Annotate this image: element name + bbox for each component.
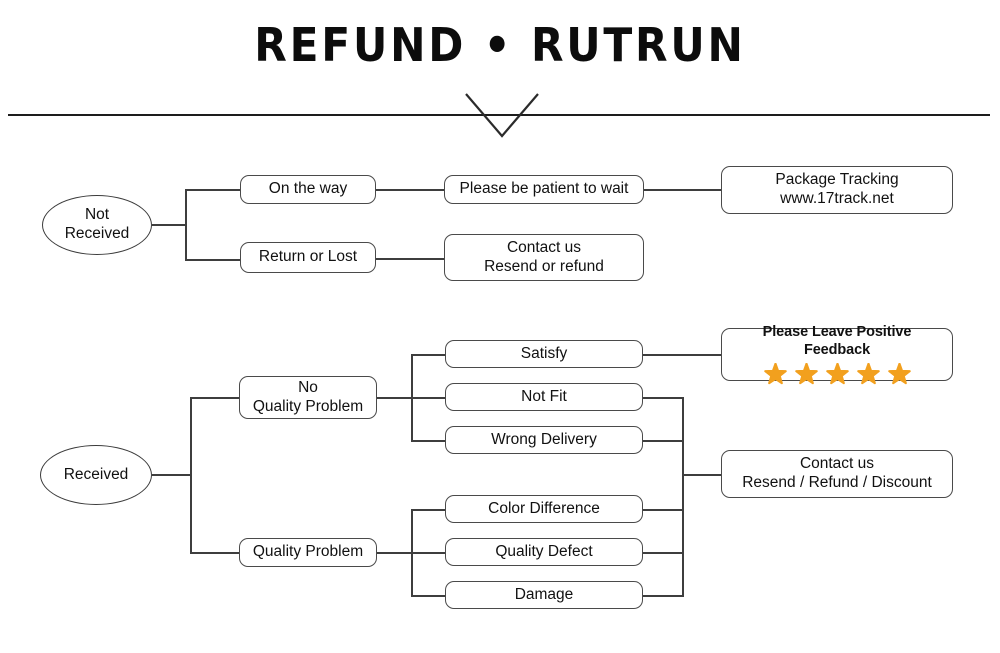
star-rating[interactable] xyxy=(763,362,911,386)
connector xyxy=(411,397,446,399)
feedback-label: Please Leave Positive Feedback xyxy=(762,324,912,358)
connector xyxy=(377,397,412,399)
star-icon[interactable] xyxy=(856,362,880,386)
connector xyxy=(376,189,444,191)
node-contact-us-resend-refund-discount[interactable]: Contact us Resend / Refund / Discount xyxy=(721,450,953,498)
node-contact-us-resend-or-refund[interactable]: Contact us Resend or refund xyxy=(444,234,644,281)
connector xyxy=(152,224,186,226)
node-quality-problem[interactable]: Quality Problem xyxy=(239,538,377,567)
node-not-received[interactable]: Not Received xyxy=(42,195,152,255)
connector xyxy=(190,397,240,399)
connector xyxy=(185,259,241,261)
connector xyxy=(682,397,684,596)
star-icon[interactable] xyxy=(794,362,818,386)
node-on-the-way[interactable]: On the way xyxy=(240,175,376,204)
star-icon[interactable] xyxy=(887,362,911,386)
star-icon[interactable] xyxy=(763,362,787,386)
connector xyxy=(643,397,684,399)
star-icon[interactable] xyxy=(825,362,849,386)
node-return-or-lost[interactable]: Return or Lost xyxy=(240,242,376,273)
connector xyxy=(643,509,684,511)
node-please-be-patient[interactable]: Please be patient to wait xyxy=(444,175,644,204)
node-satisfy[interactable]: Satisfy xyxy=(445,340,643,368)
connector xyxy=(377,552,412,554)
node-positive-feedback[interactable]: Please Leave Positive Feedback xyxy=(721,324,953,384)
connector xyxy=(643,354,721,356)
connector xyxy=(411,440,446,442)
header-divider xyxy=(8,114,990,116)
connector xyxy=(376,258,444,260)
connector xyxy=(411,552,446,554)
connector xyxy=(185,189,241,191)
node-no-quality-problem[interactable]: No Quality Problem xyxy=(239,376,377,419)
connector xyxy=(190,397,192,553)
connector xyxy=(682,474,721,476)
connector xyxy=(643,552,684,554)
node-package-tracking[interactable]: Package Tracking www.17track.net xyxy=(721,166,953,214)
connector xyxy=(185,189,187,261)
node-wrong-delivery[interactable]: Wrong Delivery xyxy=(445,426,643,454)
connector xyxy=(643,595,684,597)
connector xyxy=(411,595,446,597)
connector xyxy=(644,189,721,191)
connector xyxy=(152,474,191,476)
node-damage[interactable]: Damage xyxy=(445,581,643,609)
page-title: REFUND • RUTRUN xyxy=(254,18,746,72)
connector xyxy=(411,509,446,511)
connector xyxy=(190,552,240,554)
connector xyxy=(643,440,684,442)
node-received[interactable]: Received xyxy=(40,445,152,505)
node-not-fit[interactable]: Not Fit xyxy=(445,383,643,411)
chevron-down-icon xyxy=(465,93,539,138)
node-color-difference[interactable]: Color Difference xyxy=(445,495,643,523)
node-quality-defect[interactable]: Quality Defect xyxy=(445,538,643,566)
connector xyxy=(411,354,446,356)
